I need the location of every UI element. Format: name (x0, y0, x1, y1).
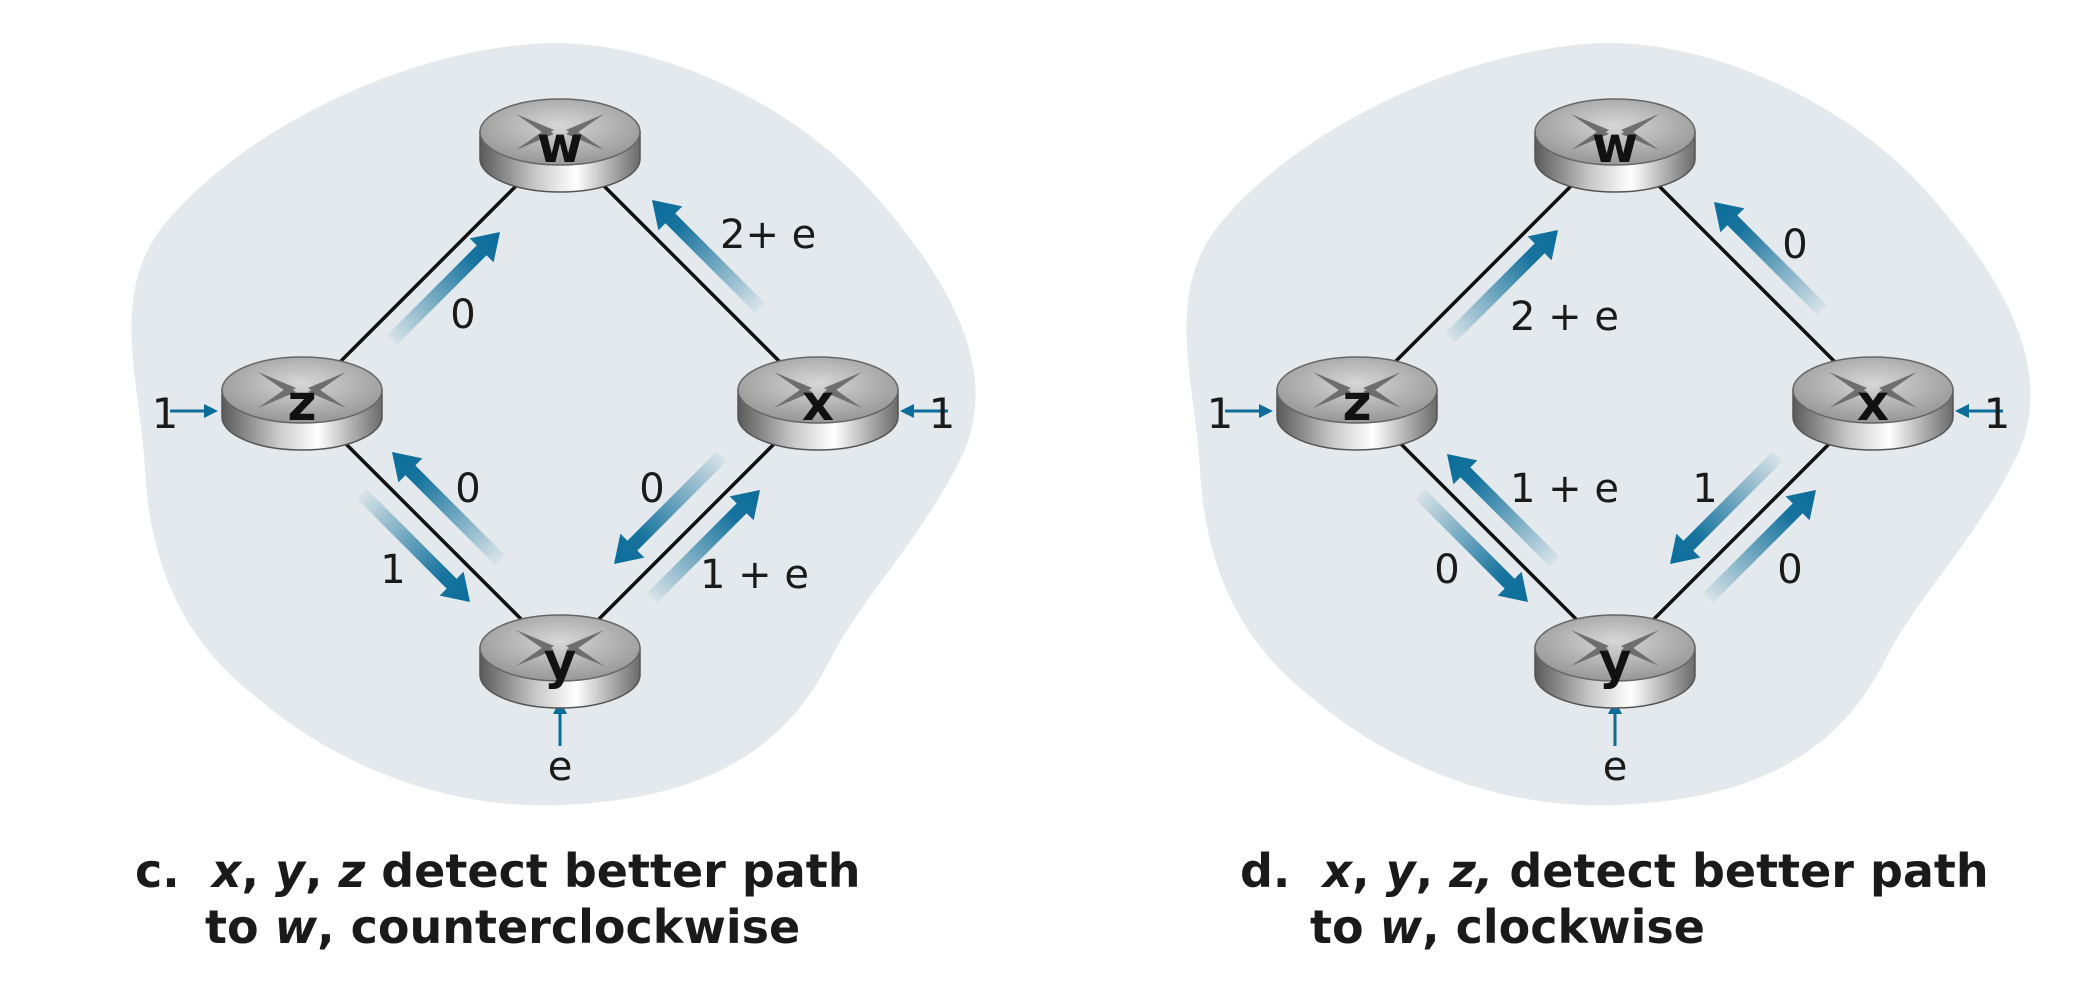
router-label: z (1342, 374, 1371, 432)
flow-arrow-x-to-y (1670, 451, 1783, 564)
router-label: x (1857, 374, 1889, 432)
caption-d: d. x, y, z, detect better path to w, clo… (1240, 843, 1989, 955)
ext-label-y: e (1603, 744, 1628, 790)
link-label-z-w: 0 (450, 292, 475, 338)
router-arrows-icon (258, 372, 346, 408)
flow-arrow-y-to-z (392, 452, 505, 565)
link-label-y-x: 1 + e (700, 552, 809, 598)
router-arrows-icon (1313, 372, 1401, 408)
ext-label-x: 1 (1984, 389, 2011, 438)
flow-arrow-z-to-w (1445, 230, 1558, 343)
router-label: z (287, 374, 316, 432)
flow-arrow-y-to-x (1703, 490, 1816, 603)
caption-var-w: w (274, 900, 318, 954)
ext-label-z: 1 (1207, 389, 1234, 438)
ext-arrow-x (900, 404, 948, 418)
caption-text: detect better path (381, 844, 861, 898)
flow-arrow-x-to-w (1714, 202, 1827, 315)
router-label: y (1599, 632, 1632, 690)
router-arrows-icon (516, 114, 604, 150)
ext-label-z: 1 (152, 389, 179, 438)
caption-line-1: d. x, y, z, detect better path (1240, 844, 1989, 898)
link-label-z-y: 1 (380, 547, 405, 593)
caption-var-z: z (338, 844, 366, 898)
caption-to: to (205, 900, 259, 954)
caption-text: detect better path (1509, 844, 1989, 898)
caption-var-y: y (274, 844, 305, 898)
flow-arrow-z-to-w (387, 232, 500, 345)
link-label-y-z: 0 (455, 466, 480, 512)
router-x: x (737, 356, 899, 451)
flow-arrow-z-to-y (1415, 489, 1528, 602)
ext-arrow-z (170, 404, 218, 418)
ext-label-x: 1 (929, 389, 956, 438)
router-w: w (479, 98, 641, 193)
router-arrows-icon (774, 372, 862, 408)
caption-direction: , counterclockwise (317, 900, 801, 954)
router-arrows-icon (1829, 372, 1917, 408)
network-cloud (131, 42, 976, 806)
caption-var-z: z, (1449, 844, 1494, 898)
ext-arrow-x (1955, 404, 2003, 418)
caption-line-2: to w, counterclockwise (135, 899, 861, 955)
caption-letter: c. (135, 844, 180, 898)
panel-c: w z x y 0 2+ e 0 1 0 1 + e 1 1 e (131, 42, 976, 806)
flow-arrow-y-to-z (1447, 454, 1560, 567)
router-label: w (1592, 116, 1638, 174)
link-label-y-x: 0 (1777, 547, 1802, 593)
router-z: z (221, 356, 383, 451)
router-x: x (1792, 356, 1954, 451)
flow-arrow-y-to-x (647, 490, 760, 603)
link-label-x-w: 2+ e (720, 212, 816, 258)
caption-var-x: x (211, 844, 242, 898)
link-label-x-w: 0 (1782, 222, 1807, 268)
network-cloud (1186, 42, 2031, 806)
flow-arrow-x-to-w (652, 200, 765, 313)
flow-arrow-z-to-y (357, 489, 470, 602)
caption-var-y: y (1385, 844, 1416, 898)
router-y: y (1534, 614, 1696, 709)
router-arrows-icon (1571, 630, 1659, 666)
ext-arrow-z (1225, 404, 1273, 418)
link-label-x-y: 1 (1692, 466, 1717, 512)
link-label-z-w: 2 + e (1510, 294, 1619, 340)
router-y: y (479, 614, 641, 709)
caption-direction: , clockwise (1422, 900, 1705, 954)
panel-d: w z x y 2 + e 0 1 + e 0 1 0 1 1 e (1186, 42, 2031, 806)
ext-label-y: e (548, 744, 573, 790)
link-label-y-z: 1 + e (1510, 466, 1619, 512)
caption-var-x: x (1322, 844, 1353, 898)
caption-line-1: c. x, y, z detect better path (135, 844, 861, 898)
router-label: w (537, 116, 583, 174)
caption-c: c. x, y, z detect better path to w, coun… (135, 843, 861, 955)
link-label-z-y: 0 (1434, 547, 1459, 593)
caption-line-2: to w, clockwise (1240, 899, 1989, 955)
caption-to: to (1310, 900, 1364, 954)
router-arrows-icon (1571, 114, 1659, 150)
router-label: x (802, 374, 834, 432)
caption-letter: d. (1240, 844, 1291, 898)
flow-arrow-x-to-y (614, 451, 727, 564)
router-w: w (1534, 98, 1696, 193)
link-label-x-y: 0 (639, 466, 664, 512)
caption-var-w: w (1379, 900, 1423, 954)
router-label: y (544, 632, 577, 690)
router-z: z (1276, 356, 1438, 451)
router-arrows-icon (516, 630, 604, 666)
